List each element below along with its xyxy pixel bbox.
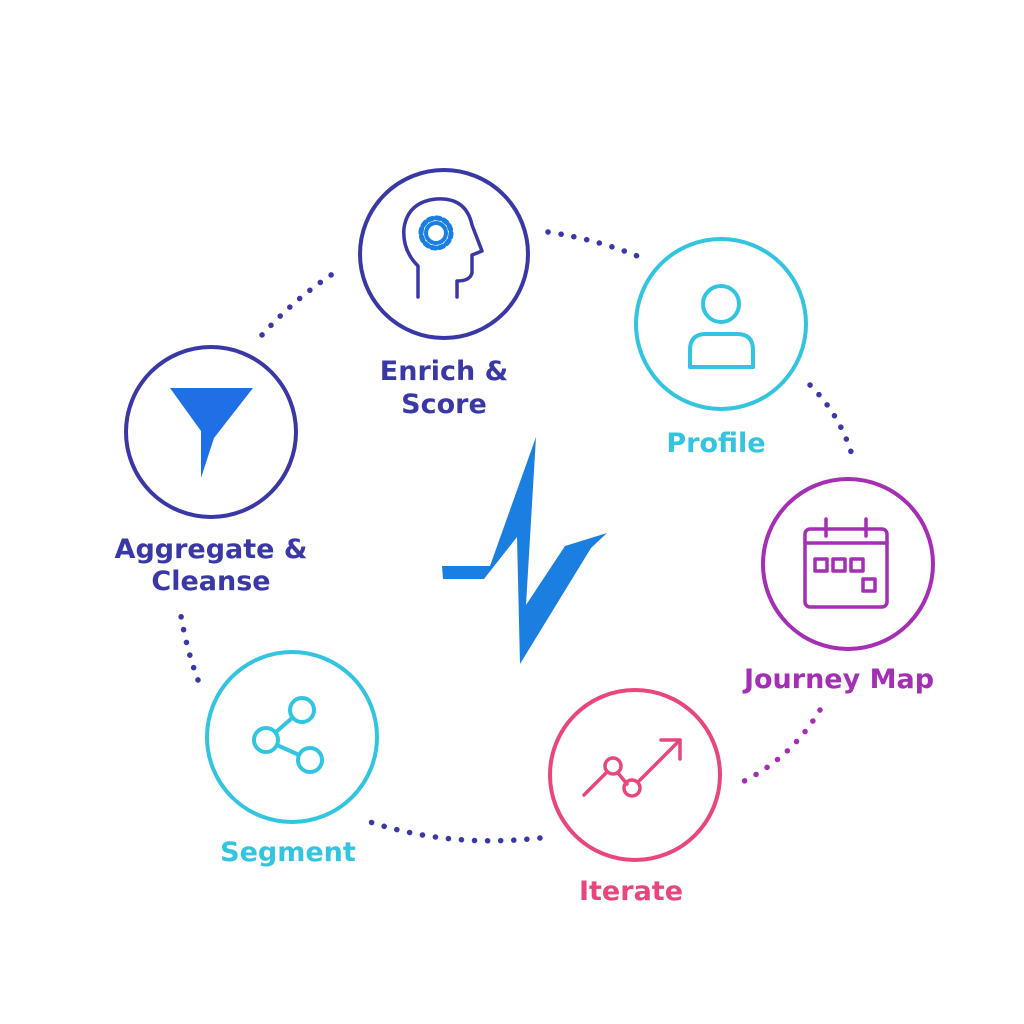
stage-circle <box>761 477 935 651</box>
calendar-icon <box>803 517 889 609</box>
funnel-icon <box>170 388 253 478</box>
stage-enrich-score: Enrich & Score <box>358 168 530 420</box>
stage-label: Score <box>401 389 487 420</box>
trend-up-icon <box>582 738 682 798</box>
connector-enrich-profile <box>545 229 645 261</box>
head-gear-icon <box>402 197 484 299</box>
connector-profile-journey <box>807 382 855 458</box>
stage-iterate: Iterate <box>548 688 722 907</box>
stage-label: Segment <box>220 837 356 868</box>
stage-label: Journey Map <box>742 664 934 695</box>
stage-circle <box>548 688 722 862</box>
share-nodes-icon <box>252 696 324 774</box>
stage-label: Cleanse <box>151 566 270 597</box>
connector-aggregate-enrich <box>259 265 345 338</box>
stage-aggregate-cleanse: Aggregate & Cleanse <box>115 345 308 597</box>
stage-segment: Segment <box>205 650 379 868</box>
stage-circle <box>205 650 379 824</box>
stage-circle <box>358 168 530 340</box>
stage-label: Profile <box>666 428 765 459</box>
connectors <box>177 229 855 844</box>
stage-journey-map: Journey Map <box>742 477 935 695</box>
stage-label: Iterate <box>579 876 683 907</box>
connector-iterate-segment <box>367 819 543 844</box>
stage-label: Aggregate & <box>115 534 308 565</box>
connector-journey-iterate <box>735 707 823 787</box>
stage-profile: Profile <box>634 237 808 459</box>
connector-segment-aggregate <box>177 607 201 683</box>
user-icon <box>688 284 755 369</box>
stage-label: Enrich & <box>380 356 508 387</box>
pulse-bolt-logo <box>442 437 607 664</box>
